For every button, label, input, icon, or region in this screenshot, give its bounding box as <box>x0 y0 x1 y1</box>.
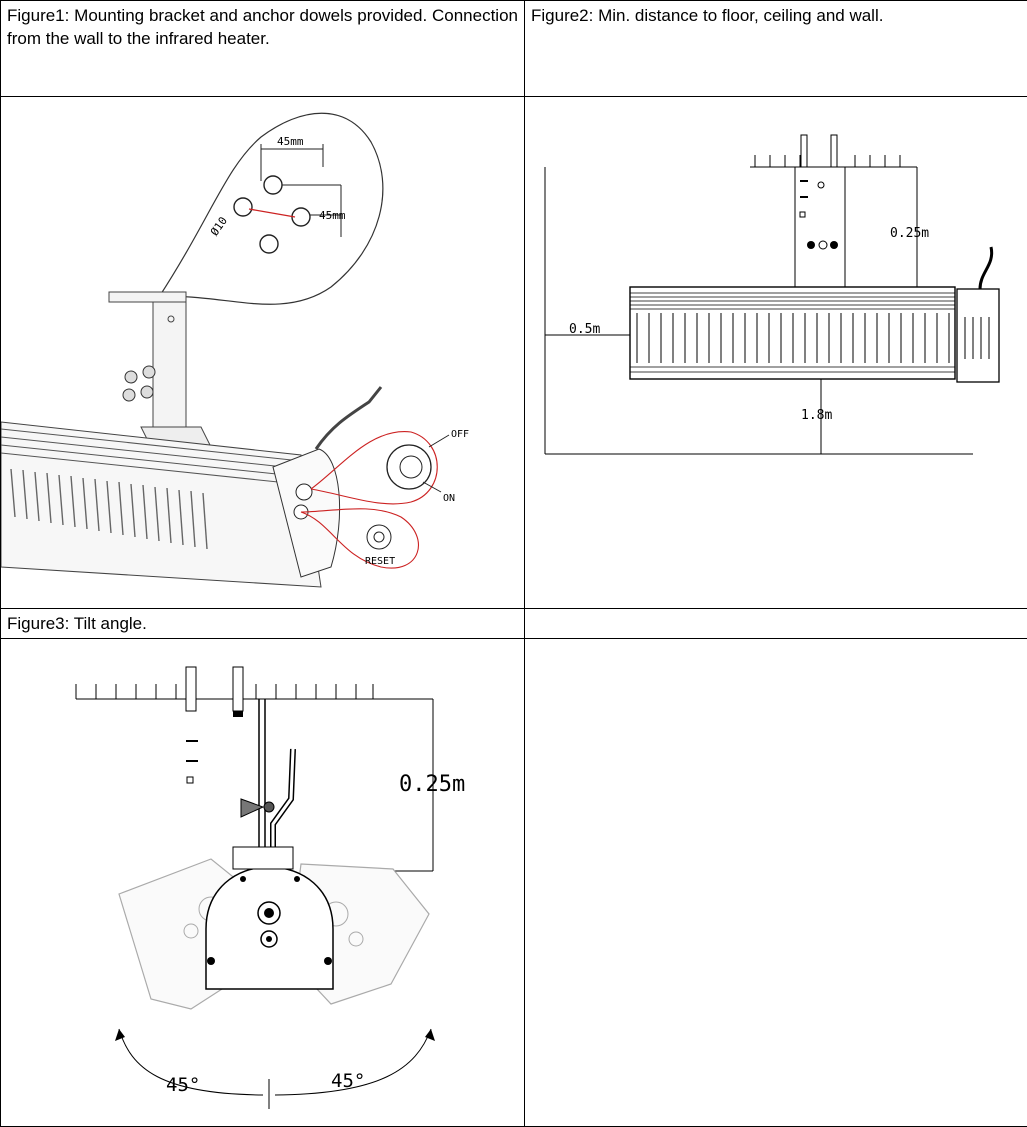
figure3-caption: Figure3: Tilt angle. <box>7 614 147 633</box>
figure1-svg: 45mm 45mm Ø10 <box>1 112 469 588</box>
switch-on-label: ON <box>443 493 455 504</box>
tilt-angle-left: 45° <box>166 1074 200 1096</box>
figure1-cell: 45mm 45mm Ø10 <box>0 96 525 609</box>
mounting-hole <box>259 234 279 254</box>
figure2-svg: 0.25m <box>544 134 1000 455</box>
switch-off-label: OFF <box>451 429 469 440</box>
figure2-cell: 0.25m <box>524 96 1027 609</box>
empty-caption <box>526 610 1027 615</box>
dim-45mm-horizontal: 45mm <box>277 135 304 148</box>
figure3-svg: 0.25m <box>75 666 465 1109</box>
caption-cell-empty <box>524 608 1027 639</box>
ceiling-distance-label: 0.25m <box>399 772 465 797</box>
figure3-drawing: 0.25m <box>2 640 524 1126</box>
hole-diameter-label: Ø10 <box>208 214 230 238</box>
caption-cell-fig3: Figure3: Tilt angle. <box>0 608 525 639</box>
wall-distance-label: 0.5m <box>569 322 600 337</box>
floor-distance-label: 1.8m <box>801 408 832 423</box>
figure1-drawing: 45mm 45mm Ø10 <box>1 98 524 608</box>
figure2-drawing: 0.25m <box>526 98 1027 608</box>
figure3-cell: 0.25m <box>0 638 525 1127</box>
caption-cell-fig1: Figure1: Mounting bracket and anchor dow… <box>0 0 525 97</box>
tilt-angle-right: 45° <box>331 1070 365 1092</box>
heater-end-view <box>205 866 334 990</box>
dim-45mm-vertical: 45mm <box>319 209 346 222</box>
mounting-hole <box>233 197 253 217</box>
figure1-caption: Figure1: Mounting bracket and anchor dow… <box>7 6 518 48</box>
reset-label: RESET <box>365 556 395 567</box>
empty-cell <box>524 638 1027 1127</box>
mounting-hole <box>263 175 283 195</box>
caption-cell-fig2: Figure2: Min. distance to floor, ceiling… <box>524 0 1027 97</box>
ceiling-distance-label: 0.25m <box>890 226 929 241</box>
figure2-caption: Figure2: Min. distance to floor, ceiling… <box>531 6 884 25</box>
